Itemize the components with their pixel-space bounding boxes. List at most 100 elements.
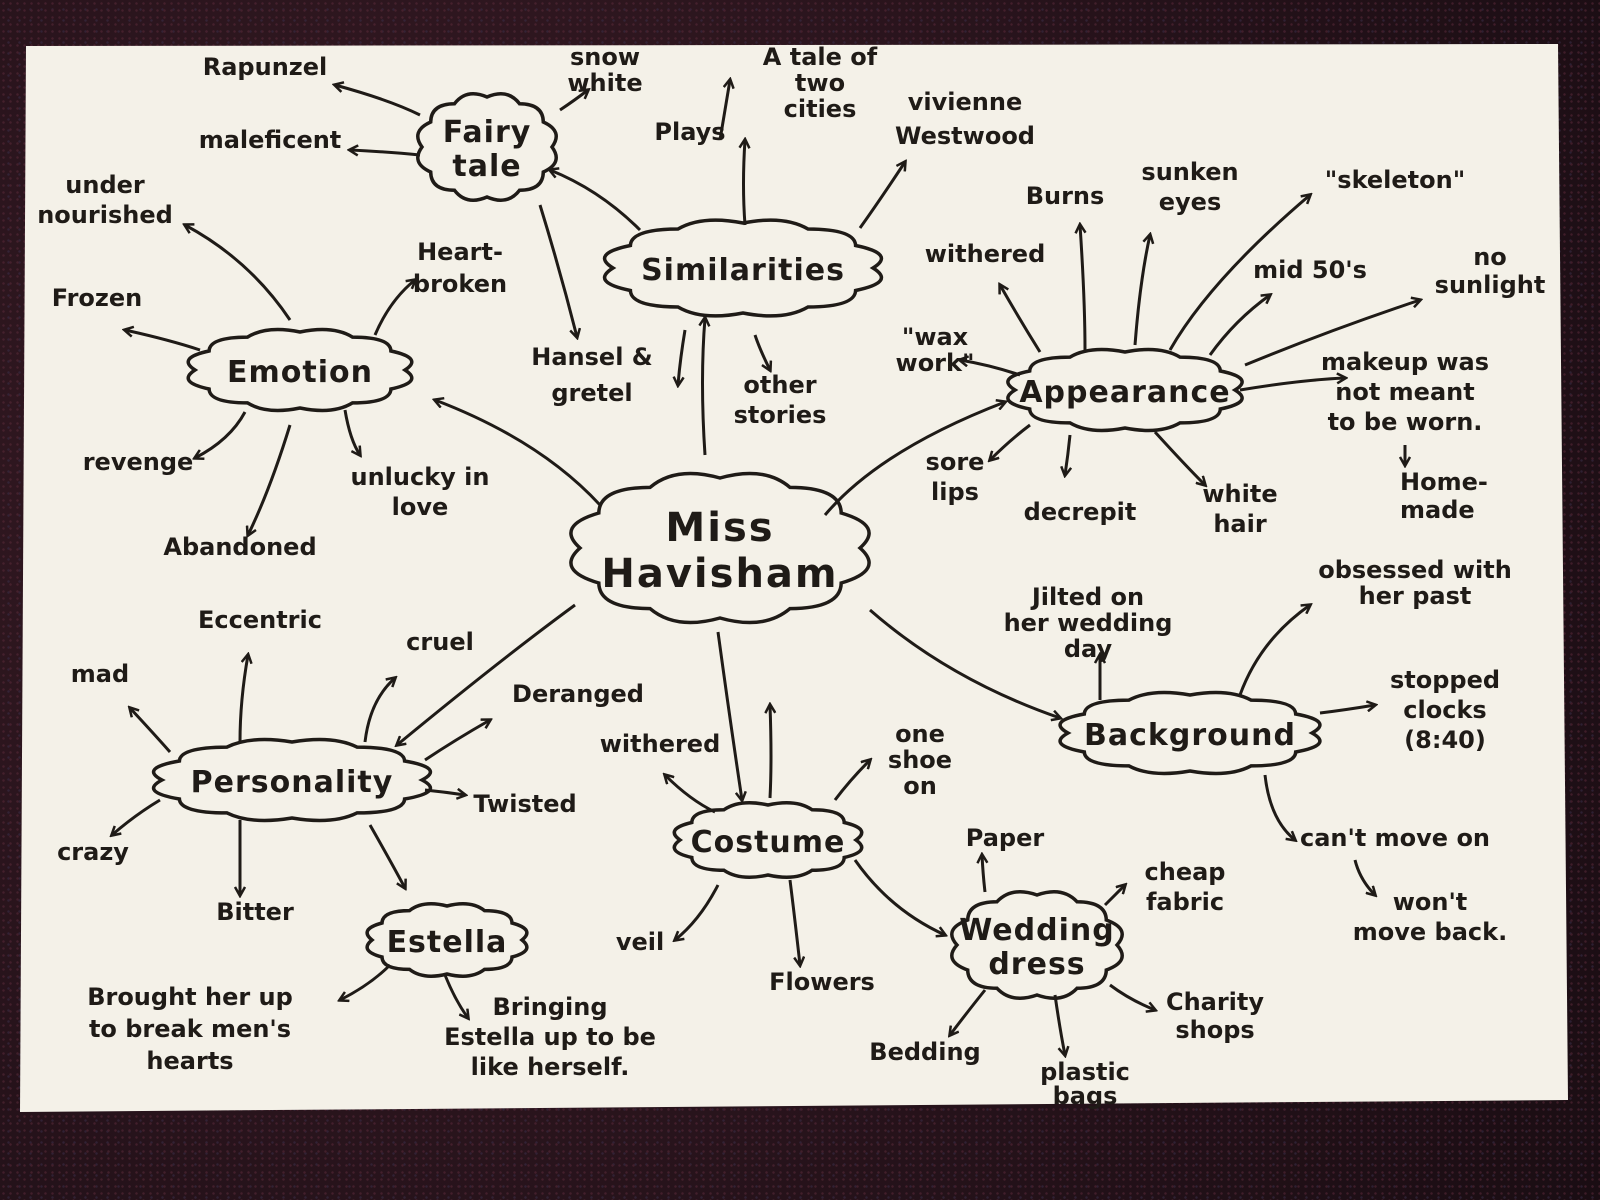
arrow-emotion-to-unlucky	[343, 409, 360, 455]
arrow-personality-to-eccentric	[238, 655, 248, 743]
concept-clouds	[151, 92, 1322, 1000]
personality-cloud	[151, 737, 433, 823]
arrow-appearance-to-sore-lips	[990, 423, 1031, 460]
leaf-twisted: Twisted	[473, 790, 576, 818]
background-cloud	[1058, 690, 1322, 776]
personality-label: Personality	[191, 765, 394, 800]
arrow-appearance-to-burns	[1080, 225, 1085, 351]
leaf-mid50: mid 50's	[1253, 256, 1367, 284]
arrow-costume-to-wedding-dress	[853, 859, 945, 935]
leaf-hansel: Hansel &gretel	[531, 343, 652, 407]
leaf-rapunzel: Rapunzel	[203, 53, 328, 81]
background-label: Background	[1084, 718, 1296, 753]
similarities-label: Similarities	[641, 253, 845, 288]
arrow-background-to-cant-move-on	[1263, 774, 1295, 840]
arrow-appearance-to-withered	[1000, 285, 1042, 353]
leaf-eccentric: Eccentric	[198, 606, 322, 634]
appearance-label: Appearance	[1019, 375, 1230, 410]
leaf-heart-broken: Heart-broken	[413, 238, 507, 298]
arrow-emotion-to-abandoned	[248, 424, 292, 535]
arrow-center-to-background	[869, 608, 1060, 718]
arrow-costume-to-veil	[675, 884, 720, 940]
leaf-bedding: Bedding	[869, 1038, 980, 1066]
arrow-costume-to-one-shoe	[833, 760, 870, 801]
leaf-burns: Burns	[1026, 182, 1105, 210]
arrow-fairy-tale-to-rapunzel	[335, 85, 421, 117]
arrow-fairy-tale-to-snow-white	[559, 90, 588, 112]
leaf-withered-app: withered	[925, 240, 1046, 268]
arrow-costume-to-flowers	[788, 879, 800, 965]
leaf-deranged: Deranged	[512, 680, 644, 708]
arrow-center-to-costume	[716, 631, 742, 800]
arrow-emotion-to-frozen	[125, 330, 201, 352]
estella-cloud	[365, 902, 529, 978]
leaf-cruel: cruel	[406, 628, 474, 656]
arrow-personality-to-mad	[130, 708, 172, 753]
arrow-center-to-emotion	[435, 400, 602, 507]
arrow-personality-to-crazy	[112, 798, 161, 835]
arrow-appearance-to-makeup	[1239, 378, 1345, 392]
leaf-bitter: Bitter	[216, 898, 294, 926]
arrow-center-to-appearance	[823, 402, 1005, 516]
fairy-tale-cloud	[416, 92, 558, 202]
arrow-appearance-to-mid50	[1208, 295, 1270, 356]
arrow-appearance-to-decrepit	[1065, 434, 1070, 475]
arrow-estella-to-bringing	[443, 974, 468, 1018]
leaf-cant-move-on: can't move on	[1300, 824, 1490, 852]
arrow-fairy-tale-to-maleficent	[350, 150, 421, 157]
arrow-appearance-to-skeleton	[1168, 195, 1310, 351]
leaf-mad: mad	[71, 660, 129, 688]
arrow-personality-to-estella	[368, 824, 405, 888]
arrow-wedding-dress-to-cheap-fabric	[1103, 885, 1125, 907]
arrow-wedding-dress-to-paper	[982, 855, 985, 893]
leaf-frozen: Frozen	[52, 284, 143, 312]
arrow-emotion-to-under-nourished	[185, 225, 292, 321]
arrow-wedding-dress-to-charity-shops	[1109, 983, 1155, 1010]
arrow-similarities-to-other-stories	[753, 334, 770, 370]
leaf-flowers: Flowers	[769, 968, 875, 996]
leaf-revenge: revenge	[83, 448, 194, 476]
appearance-cloud	[1006, 347, 1244, 433]
costume-cloud	[672, 801, 864, 879]
arrow-background-to-stopped-clocks	[1319, 705, 1375, 715]
leaf-abandoned: Abandoned	[163, 533, 316, 561]
leaf-plays: Plays	[654, 118, 725, 146]
arrow-background-to-obsessed	[1238, 605, 1310, 696]
arrow-appearance-to-sunken-eyes	[1133, 235, 1150, 346]
arrow-similarities-to-vivienne	[858, 162, 905, 229]
arrow-cant-move-on-to-wont-move-back	[1353, 859, 1375, 895]
arrow-wedding-dress-to-bedding	[950, 989, 987, 1035]
wedding-dress-cloud	[950, 890, 1124, 1000]
arrow-similarities-to-fairy-tale	[550, 170, 642, 232]
estella-label: Estella	[387, 925, 508, 960]
arrow-wedding-dress-to-plastic-bags	[1053, 994, 1065, 1055]
connector-arrows	[112, 80, 1420, 1055]
arrow-emotion-to-revenge	[195, 411, 247, 458]
arrow-estella-to-brought-up	[340, 963, 392, 1000]
arrow-similarities-to-hansel	[678, 329, 687, 385]
